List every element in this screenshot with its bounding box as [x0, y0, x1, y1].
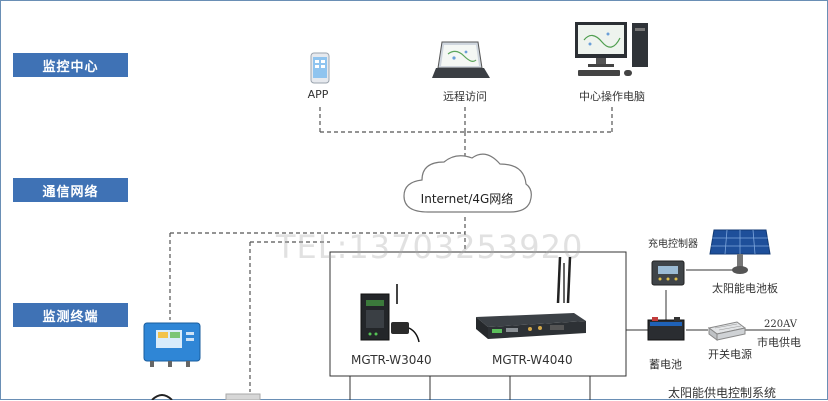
label-center-pc: 中心操作电脑	[579, 90, 645, 103]
label-solar-system: 太阳能供电控制系统	[668, 386, 777, 400]
sensor-probe-icon	[225, 393, 261, 400]
label-device-b: MGTR-W4040	[492, 353, 573, 367]
terminal-box	[329, 251, 627, 377]
label-remote-access: 远程访问	[443, 90, 487, 103]
tier-comm-network: 通信网络	[13, 178, 128, 202]
field-monitor-icon	[143, 322, 201, 367]
battery-icon	[647, 317, 685, 341]
charge-controller-icon	[651, 260, 685, 286]
gateway-w4040-icon	[476, 256, 586, 339]
cloud-label: Internet/4G网络	[420, 192, 514, 206]
sensor-cable-icon	[151, 394, 173, 400]
tier-monitoring-terminal: 监测终端	[13, 303, 128, 327]
label-switch-psu: 开关电源	[708, 348, 752, 361]
smartphone-icon	[310, 52, 330, 84]
solar-panel-icon	[709, 229, 771, 274]
watermark: TEL:13703253920	[276, 228, 584, 266]
label-battery: 蓄电池	[649, 358, 682, 371]
label-mains-voltage: 220AV	[764, 319, 798, 330]
label-solar-panel: 太阳能电池板	[712, 282, 778, 295]
cloud-icon	[403, 153, 532, 213]
laptop-icon	[432, 41, 490, 78]
label-device-a: MGTR-W3040	[351, 353, 432, 367]
label-mains: 市电供电	[757, 336, 801, 349]
desktop-pc-icon	[575, 22, 648, 76]
label-charge-controller: 充电控制器	[648, 239, 698, 250]
label-app: APP	[307, 88, 329, 101]
tier-monitoring-center: 监控中心	[13, 53, 128, 77]
gateway-w3040-icon	[360, 284, 420, 343]
switch-psu-icon	[707, 321, 747, 341]
